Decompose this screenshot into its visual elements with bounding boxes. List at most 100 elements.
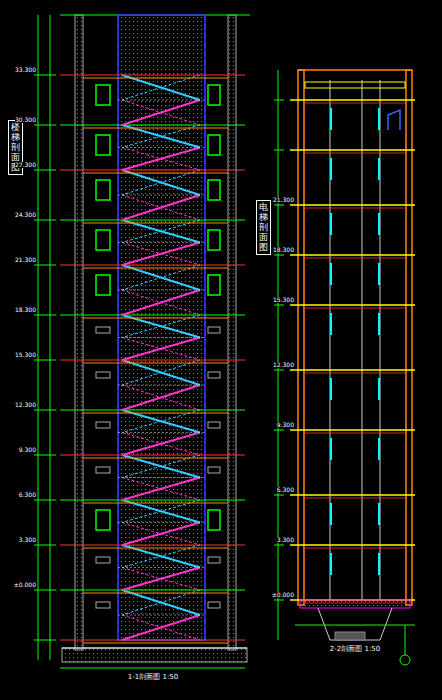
section-line: [60, 500, 245, 501]
level-mark: 21.300: [15, 257, 36, 263]
section-line: [362, 80, 363, 600]
section-line: [60, 590, 245, 591]
level-mark: 27.300: [15, 162, 36, 168]
section-line: [34, 545, 56, 546]
section-line: [290, 99, 415, 101]
section-line: [274, 305, 284, 306]
section-line: [118, 337, 205, 338]
section-line: [118, 195, 205, 196]
section-line: [83, 643, 228, 644]
section-rect: [208, 602, 220, 608]
section-line: [122, 75, 200, 100]
section-rect: [96, 602, 110, 608]
section-line: [378, 263, 380, 285]
level-mark: 6.300: [277, 487, 294, 493]
section-rect: [208, 467, 220, 473]
section-line: [83, 593, 228, 594]
section-rect: [335, 632, 365, 640]
section-line: [83, 458, 228, 459]
section-line: [83, 548, 228, 549]
section-rect: [208, 557, 220, 563]
section-line: [298, 69, 412, 71]
section-line: [34, 220, 56, 221]
section-line: [60, 455, 245, 456]
section-rect: [75, 15, 83, 650]
section-line: [122, 100, 200, 125]
level-mark: 18.300: [15, 307, 36, 313]
section-line: [330, 263, 332, 285]
level-mark: 9.300: [277, 422, 294, 428]
level-mark: 15.300: [15, 352, 36, 358]
level-mark: 21.300: [273, 197, 294, 203]
level-mark: 12.300: [15, 402, 36, 408]
section-line: [304, 258, 406, 259]
section-line: [38, 15, 39, 660]
section-line: [204, 15, 206, 640]
section-line: [118, 522, 205, 523]
section-line: [290, 369, 415, 371]
section-line: [405, 625, 406, 655]
section-line: [122, 75, 200, 100]
section-line: [122, 243, 200, 266]
section-line: [330, 313, 332, 335]
section-rect: [305, 82, 405, 88]
section-line: [290, 429, 415, 431]
section-line: [378, 503, 380, 525]
section-line: [274, 495, 284, 496]
section-line: [34, 265, 56, 266]
section-line: [122, 478, 200, 501]
section-line: [60, 668, 245, 669]
section-line: [118, 147, 205, 148]
section-rect: [96, 510, 110, 530]
section-line: [122, 338, 200, 361]
section-line: [122, 568, 200, 591]
level-mark: 6.300: [19, 492, 36, 498]
section-line: [330, 503, 332, 525]
section-rect: [96, 557, 110, 563]
section-rect: [96, 275, 110, 295]
section-rect: [228, 15, 236, 650]
section-line: [380, 80, 381, 600]
section-line: [290, 304, 415, 306]
section-line: [83, 223, 228, 224]
section-line: [122, 433, 200, 456]
section-line: [83, 413, 228, 414]
section-line: [330, 158, 332, 180]
section-line: [304, 308, 406, 309]
section-line: [274, 600, 284, 601]
section-line: [118, 290, 205, 291]
section-line: [122, 615, 200, 640]
section-line: [34, 170, 56, 171]
section-line: [122, 100, 200, 125]
section-rect: [208, 180, 220, 200]
section-line: [50, 15, 51, 660]
section-line: [290, 204, 415, 206]
section-line: [118, 432, 205, 433]
section-line: [122, 385, 200, 410]
section-rect: [96, 372, 110, 378]
section-line: [274, 205, 284, 206]
section-line: [122, 148, 200, 171]
door-symbol: [388, 110, 400, 130]
section-line: [60, 360, 245, 361]
section-line: [118, 100, 205, 101]
section-line: [304, 103, 406, 104]
section-line: [60, 265, 245, 266]
section-rect: [208, 510, 220, 530]
section-line: [290, 149, 415, 151]
section-line: [274, 100, 284, 101]
section-line: [34, 75, 56, 76]
level-mark: 18.300: [273, 247, 294, 253]
section-rect: [96, 180, 110, 200]
section-line: [122, 590, 200, 615]
section-line: [274, 150, 284, 151]
section-rect: [208, 327, 220, 333]
section-line: [304, 373, 406, 374]
section-line: [122, 170, 200, 195]
section-line: [304, 498, 406, 499]
section-line: [122, 170, 200, 195]
section-line: [60, 640, 245, 641]
section-rect: [96, 135, 110, 155]
section-line: [378, 213, 380, 235]
section-line: [122, 385, 200, 410]
